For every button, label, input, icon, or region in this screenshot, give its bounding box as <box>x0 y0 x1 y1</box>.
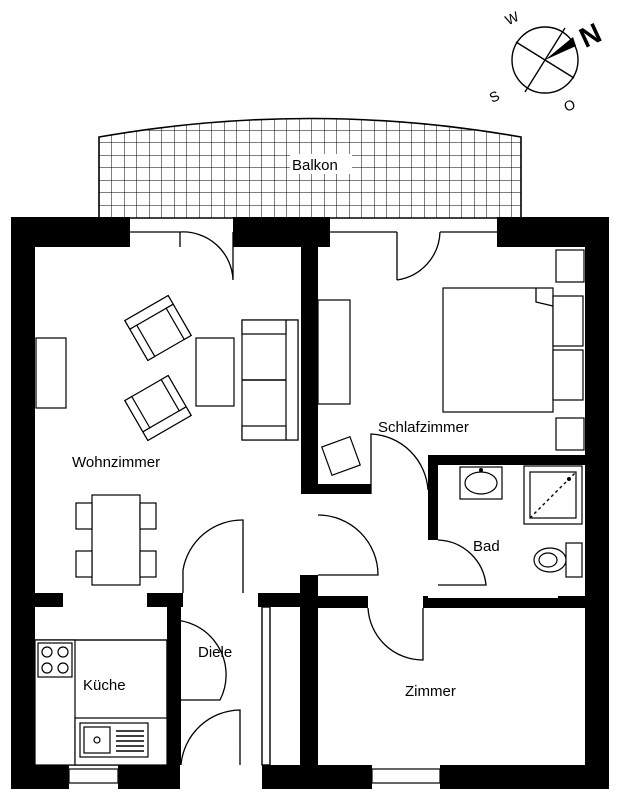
label-bad: Bad <box>473 538 500 555</box>
wall-bottom-2 <box>118 765 180 789</box>
wall-bath-bottom <box>428 598 558 608</box>
wall-hall-top <box>258 593 300 607</box>
window-kitchen <box>68 768 119 784</box>
shower-drain <box>567 477 571 481</box>
door-kitchen <box>166 619 227 701</box>
wall-zimmer-top-3 <box>558 596 585 608</box>
label-balkon: Balkon <box>292 157 338 174</box>
room-labels: Balkon Wohnzimmer Schlafzimmer Bad Diele… <box>72 157 500 700</box>
balcony-label-bg <box>290 154 352 174</box>
bath-sink-tap <box>479 468 483 472</box>
wall-bath-top <box>428 455 585 465</box>
chair-1 <box>75 502 93 530</box>
door-balcony-living <box>130 231 234 281</box>
toilet-seat <box>538 552 558 568</box>
sideboard <box>35 337 67 409</box>
label-wohnzimmer: Wohnzimmer <box>72 454 160 471</box>
stove-burner-1 <box>41 646 53 658</box>
wall-living-bottom-1 <box>35 593 63 607</box>
compass-south-label: S <box>487 87 502 105</box>
wall-bottom-1 <box>11 765 69 789</box>
label-zimmer: Zimmer <box>405 683 456 700</box>
window-zimmer <box>371 768 441 784</box>
door-living-hall <box>182 519 244 593</box>
chair-3 <box>139 502 157 530</box>
wall-left <box>11 217 35 789</box>
door-bathroom <box>437 539 487 586</box>
chair-2 <box>75 550 93 578</box>
label-kueche: Küche <box>83 677 126 694</box>
wall-right <box>585 217 609 789</box>
wall-living-bedroom <box>301 217 318 494</box>
bed <box>442 287 554 413</box>
kitchen-fixtures <box>34 639 168 766</box>
pillow-top <box>552 295 584 347</box>
compass-north-label: N <box>575 17 606 54</box>
wall-bath-left <box>428 455 438 540</box>
wall-bottom-4 <box>440 765 609 789</box>
armchair-top <box>124 294 192 362</box>
nightstand-bottom <box>555 417 585 451</box>
stove-burner-2 <box>57 646 69 658</box>
pillow-bottom <box>552 349 584 401</box>
bathroom-fixtures <box>459 465 583 578</box>
nightstand-top <box>555 249 585 283</box>
door-zimmer <box>367 607 424 661</box>
compass-north-arrow <box>545 37 576 60</box>
stove-burner-3 <box>41 662 53 674</box>
wall-zimmer-top-2 <box>423 596 428 608</box>
sofa <box>241 319 299 441</box>
bath-sink-bowl <box>464 471 498 495</box>
label-schlafzimmer: Schlafzimmer <box>378 419 469 436</box>
dresser <box>317 299 351 405</box>
dining-table <box>91 494 141 586</box>
coffee-table <box>195 337 235 407</box>
wall-kitchen-right <box>167 593 181 706</box>
compass-west-label: W <box>503 8 522 28</box>
windows <box>68 768 441 784</box>
wall-kitchen-right-lower <box>167 705 181 765</box>
balcony <box>98 117 522 219</box>
bed-cover-fold <box>535 288 554 307</box>
wall-zimmer-left <box>300 575 318 789</box>
compass-east-label: O <box>561 96 578 115</box>
door-entrance <box>180 709 241 766</box>
armchair-bottom <box>124 374 192 442</box>
chair-4 <box>139 550 157 578</box>
compass: N W S O <box>487 8 606 115</box>
wall-zimmer-top-1 <box>318 596 368 608</box>
wall-hall-cabinet <box>261 606 271 766</box>
bedroom-chair <box>321 436 361 476</box>
door-hall-living-right <box>317 514 379 576</box>
toilet-tank <box>565 542 583 578</box>
compass-circle <box>511 26 579 94</box>
doors <box>130 231 497 766</box>
interior-walls <box>35 217 585 789</box>
living-room-furniture <box>35 294 299 586</box>
kitchen-sink-drain <box>93 736 101 744</box>
door-balcony-bedroom <box>330 231 497 281</box>
label-diele: Diele <box>198 644 232 661</box>
wall-bedroom-bottom <box>301 484 371 494</box>
stove-burner-4 <box>57 662 69 674</box>
door-bedroom <box>370 433 429 494</box>
bedroom-furniture <box>317 249 585 476</box>
